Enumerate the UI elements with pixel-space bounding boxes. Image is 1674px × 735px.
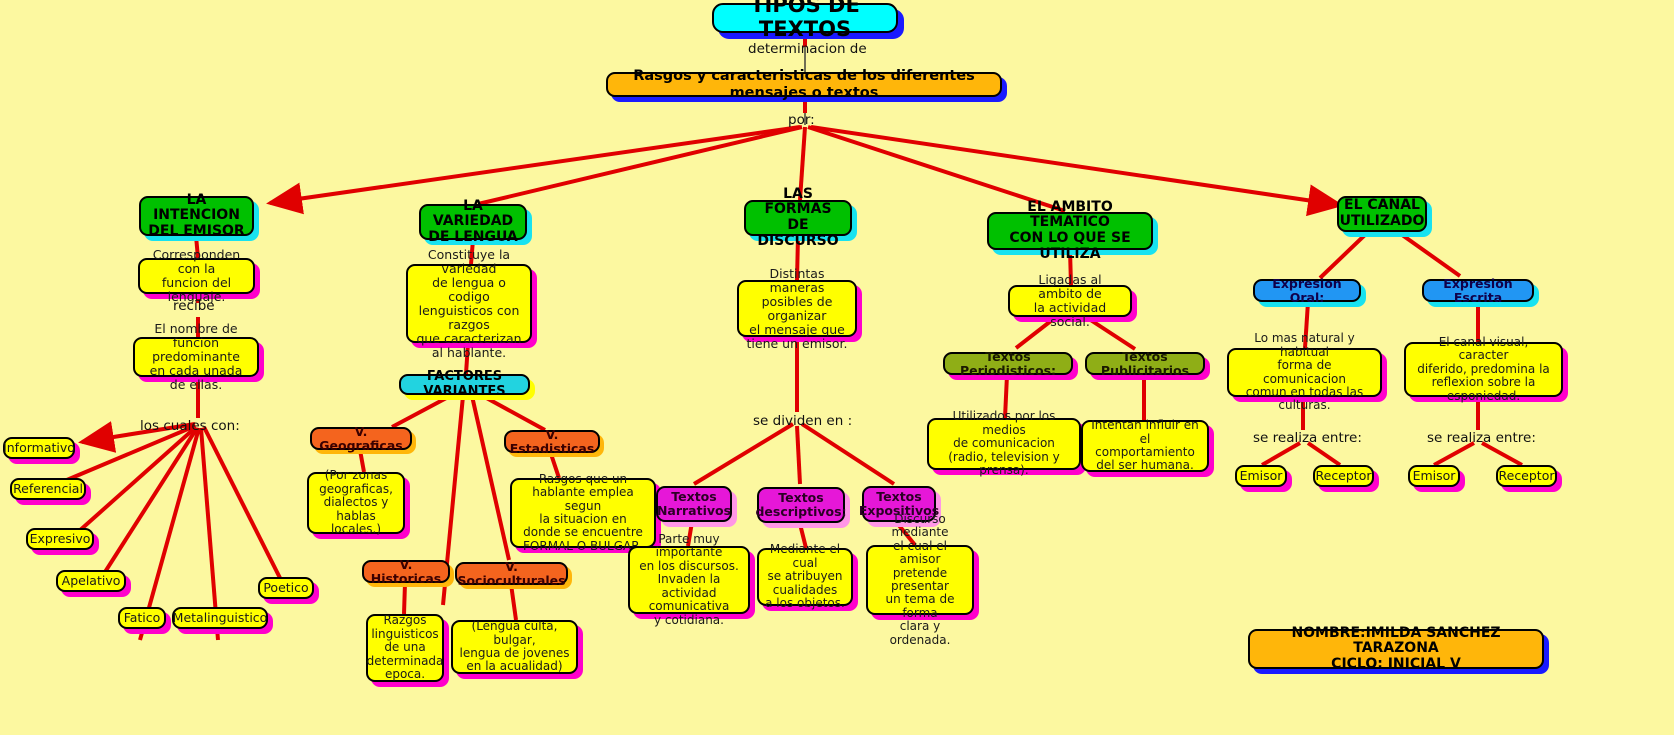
detail-formas-1: Distintas maneras posibles de organizar … xyxy=(737,266,857,350)
participant-oral-emisor[interactable]: Emisor xyxy=(1235,465,1287,487)
category-intencion-del-emisor[interactable]: LA INTENCION DEL EMISOR xyxy=(139,192,254,239)
detail-texto-publicitarios: Intentan influir en el comportamiento de… xyxy=(1081,418,1209,472)
detail-intencion-1: Corresponden con la funcion del lenguaje… xyxy=(138,248,255,304)
edge-label-se-realiza-entre-escrita: se realiza entre: xyxy=(1427,430,1536,446)
category-variedad-de-lengua[interactable]: LA VARIEDAD DE LENGUA xyxy=(419,198,527,245)
detail-texto-descriptivos: Mediante el cual se atribuyen cualidades… xyxy=(757,543,853,610)
detail-variedad-1: Constituye la variedad de lengua o codig… xyxy=(406,247,532,359)
texto-periodisticos[interactable]: Textos Periodisticos: xyxy=(943,349,1073,377)
function-poetico[interactable]: Poetico xyxy=(258,577,314,599)
detail-texto-periodisticos: Utilizados por los medios de comunicacio… xyxy=(927,410,1081,477)
variante-socioculturales[interactable]: V. Socioculturales xyxy=(455,559,568,587)
participant-oral-receptor[interactable]: Receptor xyxy=(1313,465,1374,487)
function-fatico[interactable]: Fatico xyxy=(118,607,166,629)
expresion-escrita[interactable]: Expresion Escrita xyxy=(1422,276,1534,304)
signature-box: NOMBRE:IMILDA SANCHEZ TARAZONA CICLO: IN… xyxy=(1248,625,1544,672)
detail-variante-estadisticas: Rasgos que un hablante emplea segun la s… xyxy=(510,472,656,553)
texto-narrativos[interactable]: Textos Narrativos xyxy=(656,486,732,522)
category-canal-utilizado[interactable]: EL CANAL UTILIZADO xyxy=(1337,196,1427,232)
function-metalinguistico[interactable]: Metalinguistico xyxy=(172,607,268,629)
edge-label-por: por: xyxy=(788,112,815,128)
detail-texto-narrativos: Parte muy importante en los discursos. I… xyxy=(628,532,750,626)
category-formas-de-discurso[interactable]: LAS FORMAS DE DISCURSO xyxy=(744,186,852,249)
detail-intencion-2: El nombre de funcion predominante en cad… xyxy=(133,322,259,392)
factores-variantes[interactable]: FACTORES VARIANTES xyxy=(399,369,530,398)
map-title: TIPOS DE TEXTOS xyxy=(712,0,898,41)
edge-label-determinacion: determinacion de xyxy=(748,41,867,57)
texto-publicitarios[interactable]: Textos Publicitarios xyxy=(1085,349,1205,377)
edge-label-recibe: recibe xyxy=(173,298,215,314)
detail-ambito-1: Ligadas al ambito de la actividad social… xyxy=(1008,273,1132,329)
function-referencial[interactable]: Referencial xyxy=(10,478,86,500)
expresion-oral[interactable]: Expresion Oral: xyxy=(1253,276,1361,304)
edge-label-los-cuales-con: los cuales con: xyxy=(140,418,240,434)
detail-expresion-oral: Lo mas natural y habitual forma de comun… xyxy=(1227,331,1382,412)
participant-escrita-emisor[interactable]: Emisor xyxy=(1408,465,1460,487)
detail-variante-socioculturales: (Lengua culta, bulgar, lengua de jovenes… xyxy=(451,619,578,674)
variante-geograficas[interactable]: V. Geograficas xyxy=(310,424,412,452)
participant-escrita-receptor[interactable]: Receptor xyxy=(1496,465,1557,487)
edge-label-se-dividen-en: se dividen en : xyxy=(753,413,853,429)
detail-variante-geograficas: (Por zonas geograficas, dialectos y habl… xyxy=(307,469,405,536)
function-expresivo[interactable]: Expresivo xyxy=(26,528,94,550)
category-ambito-tematico[interactable]: EL AMBITO TEMATICO CON LO QUE SE UTILIZA xyxy=(987,199,1153,262)
texto-expositivos[interactable]: Textos Expositivos xyxy=(859,486,939,522)
variante-historicas[interactable]: V. Historicas xyxy=(362,557,450,585)
detail-variante-historicas: Razgos linguisticos de una determinada e… xyxy=(366,613,444,682)
detail-expresion-escrita: El canal visual, caracter diferido, pred… xyxy=(1404,335,1563,402)
texto-descriptivos[interactable]: Textos descriptivos: xyxy=(755,487,847,523)
main-banner: Rasgos y caracteristicas de los diferent… xyxy=(606,68,1002,101)
function-apelativo[interactable]: Apelativo xyxy=(56,570,126,592)
edge-label-se-realiza-entre-oral: se realiza entre: xyxy=(1253,430,1362,446)
function-informativo[interactable]: Informativo xyxy=(3,437,75,459)
variante-estadisticas[interactable]: V. Estadisticas xyxy=(504,427,600,455)
detail-texto-expositivos: Discurso mediante el cual el amisor pret… xyxy=(866,512,974,646)
